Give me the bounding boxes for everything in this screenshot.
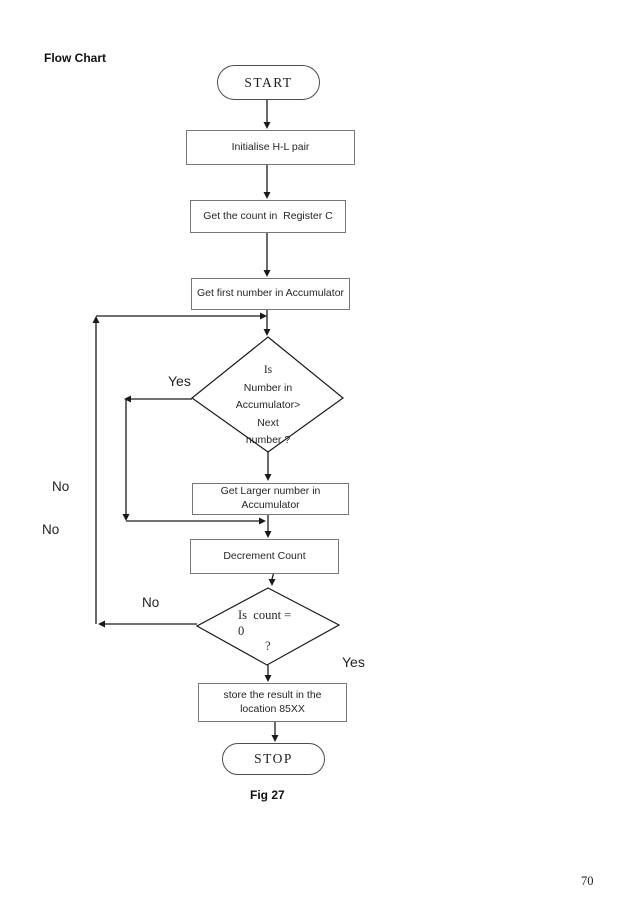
arrowhead-down-icon <box>268 579 276 586</box>
branch-label-no1: No <box>52 479 70 494</box>
arrowhead-down-icon <box>263 270 271 277</box>
arrowhead-down-icon <box>263 122 271 129</box>
process-box-decrement-count: Decrement Count <box>190 539 339 574</box>
arrowhead-left-icon <box>124 395 131 403</box>
process-label-line1: Get Larger number in <box>220 485 321 498</box>
process-label: Get first number in Accumulator <box>196 287 345 300</box>
terminal-stop-label: STOP <box>254 751 293 766</box>
decision1-line3: Accumulator> <box>235 399 301 411</box>
decision1-line5: number ? <box>245 434 291 446</box>
process-label-line1: store the result in the <box>223 688 322 701</box>
branch-label-yes2: Yes <box>342 654 365 670</box>
process-box-initialise: Initialise H-L pair <box>186 130 355 165</box>
page-title: Flow Chart <box>44 51 106 65</box>
arrowhead-right-icon <box>259 517 266 525</box>
process-box-get-larger-number: Get Larger number in Accumulator <box>192 483 349 515</box>
process-label: Get the count in Register C <box>203 209 333 222</box>
arrowhead-down-icon <box>271 735 279 742</box>
decision1-text: Is Number in Accumulator> Next number ? <box>198 362 338 450</box>
terminal-start-label: START <box>244 74 293 90</box>
process-box-store-result: store the result in the location 85XX <box>198 683 347 722</box>
branch-label-yes1: Yes <box>168 373 191 389</box>
arrowhead-down-icon <box>264 474 272 481</box>
process-label-line2: Accumulator <box>241 499 300 511</box>
arrowhead-down-icon <box>264 675 272 682</box>
branch-label-no2: No <box>42 522 60 537</box>
process-box-get-first-number: Get first number in Accumulator <box>191 278 350 310</box>
process-label: Initialise H-L pair <box>231 140 310 153</box>
arrowhead-down-icon <box>264 531 272 538</box>
decision1-line4: Next <box>257 416 279 429</box>
figure-caption: Fig 27 <box>250 788 285 802</box>
decision1-line1: Is <box>263 364 273 376</box>
arrowhead-right-icon <box>260 312 267 320</box>
terminal-start: START <box>217 65 320 100</box>
process-label-line2: location 85XX <box>240 702 305 715</box>
branch-label-no3: No <box>142 595 160 610</box>
arrowhead-down-icon <box>122 514 130 521</box>
arrowhead-left-icon <box>98 620 105 628</box>
decision2-line2: 0 <box>238 623 245 638</box>
decision2-text: Is count = 0 ? <box>238 608 291 655</box>
decision2-line1: Is count = <box>238 608 292 622</box>
page-number: 70 <box>581 874 594 888</box>
process-box-get-count: Get the count in Register C <box>190 200 346 233</box>
arrowhead-down-icon <box>263 329 271 336</box>
decision1-line2: Number in <box>243 381 293 394</box>
arrowhead-down-icon <box>263 192 271 199</box>
arrowhead-up-icon <box>92 316 100 323</box>
terminal-stop: STOP <box>222 743 325 775</box>
decision2-line3: ? <box>265 639 271 653</box>
process-label: Decrement Count <box>223 549 306 562</box>
decision2-diamond <box>195 587 341 666</box>
